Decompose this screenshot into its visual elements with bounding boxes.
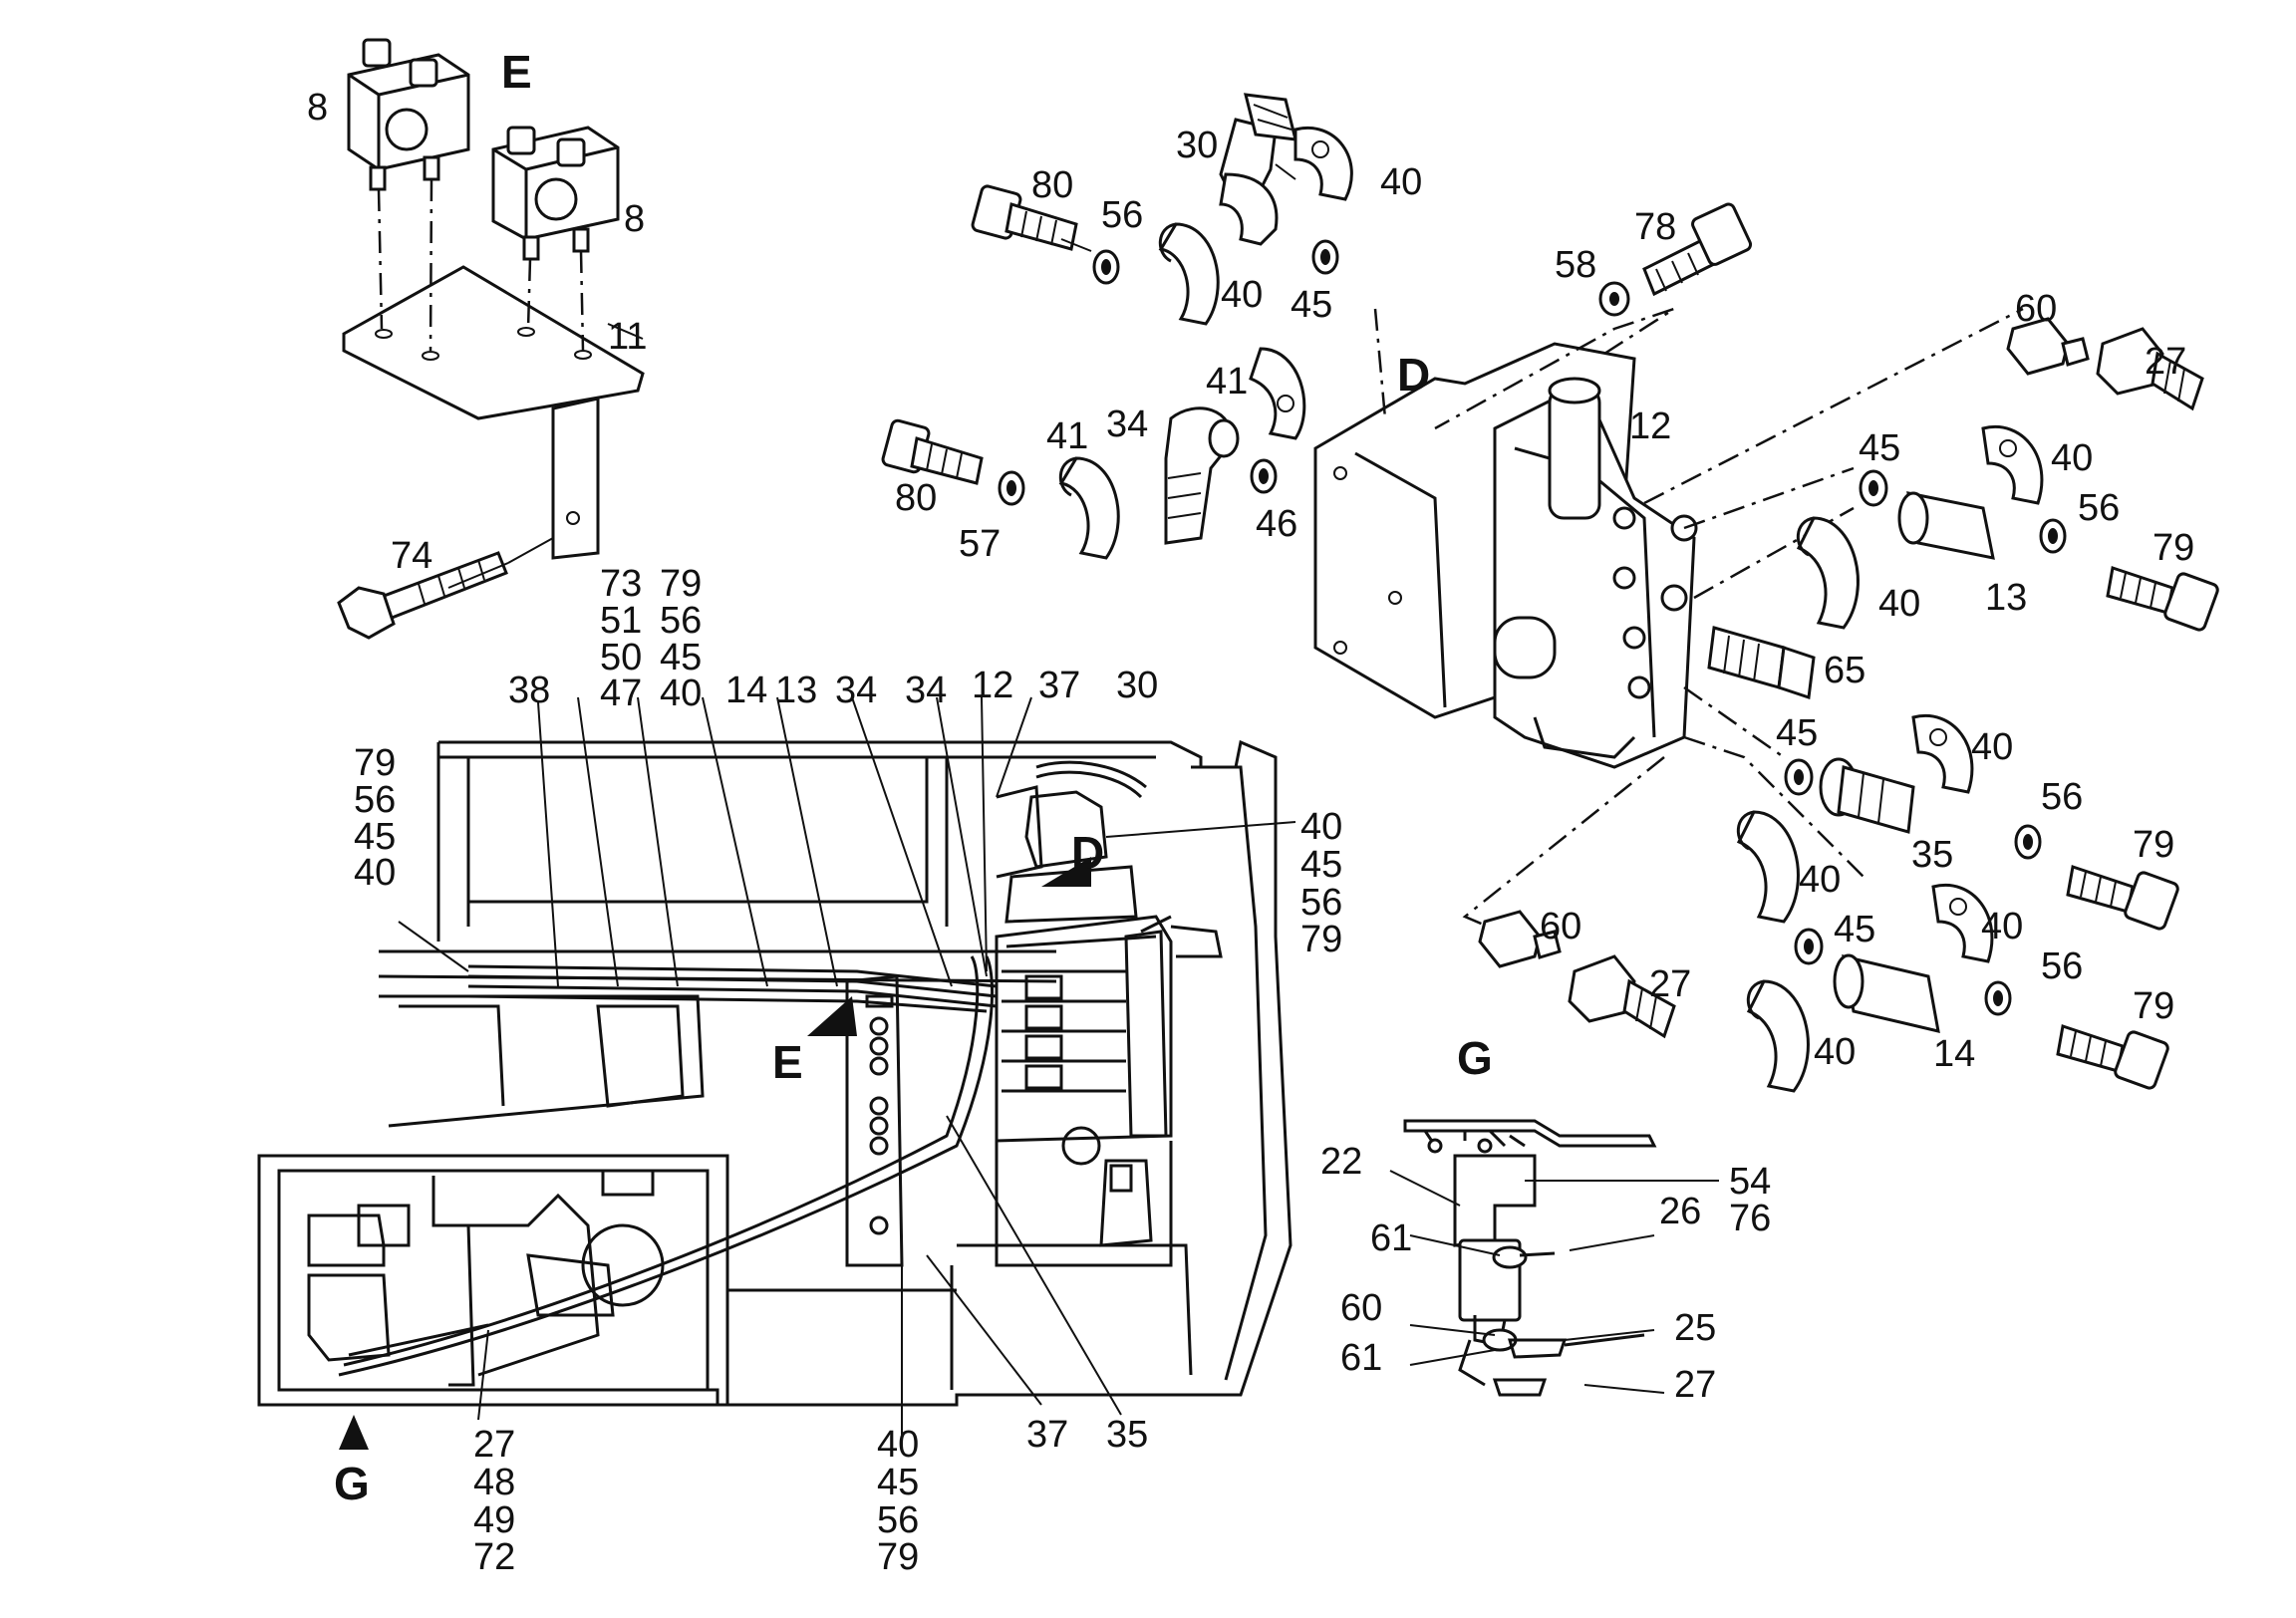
part-label: 60 [1540,906,1581,947]
part-label: 30 [1176,125,1218,166]
part-label: 35 [1106,1414,1148,1456]
part-label: 45 [660,637,702,678]
part-label: 72 [473,1536,515,1578]
part-label: 13 [775,670,817,711]
part-label: 49 [473,1499,515,1541]
part-label: 27 [1674,1364,1716,1406]
part-label: 40 [1799,859,1841,901]
part-label: 14 [725,670,767,711]
marker-label-d: D [1071,827,1104,879]
part-label: 38 [508,670,550,711]
part-label: 50 [600,637,642,678]
part-label: 56 [2078,487,2120,529]
section-label-e: E [501,46,532,98]
part-label: 45 [354,816,396,858]
section-d-valve [881,93,2219,1093]
part-label: 60 [1340,1287,1382,1329]
marker-label-g: G [334,1458,370,1509]
part-label: 40 [1380,161,1422,203]
part-label: 34 [905,670,947,711]
part-label: 37 [1026,1414,1068,1456]
part-label: 40 [1221,274,1263,316]
part-label: 61 [1340,1337,1382,1379]
section-g-detail [1403,1119,1657,1397]
part-label: 56 [1300,882,1342,924]
part-label: 80 [895,477,937,519]
part-label: 45 [1834,909,1875,950]
part-label: 12 [1629,405,1671,447]
part-label: 56 [2041,776,2083,818]
part-label: 12 [972,665,1013,706]
part-label: 65 [1824,650,1866,691]
part-label: 34 [1106,404,1148,445]
part-label: 45 [877,1462,919,1503]
section-e-bracket [337,38,645,640]
part-label: 74 [391,535,432,577]
part-label: 45 [1859,427,1900,469]
part-label: 45 [1291,284,1332,326]
part-label: 79 [354,742,396,784]
part-label: 40 [1300,806,1342,848]
part-label: 56 [660,600,702,642]
part-label: 79 [2133,985,2174,1027]
part-label: 26 [1659,1191,1701,1232]
part-label: 22 [1320,1141,1362,1183]
part-label: 51 [600,600,642,642]
part-label: 54 [1729,1161,1771,1203]
part-label: 58 [1555,244,1596,286]
part-label: 76 [1729,1198,1771,1239]
part-label: 40 [1971,726,2013,768]
part-label: 30 [1116,665,1158,706]
part-label: 47 [600,673,642,714]
part-label: 79 [2152,527,2194,569]
part-label: 45 [1300,844,1342,886]
part-label: 56 [354,779,396,821]
part-label: 37 [1038,665,1080,706]
main-assembly [257,739,1292,1450]
marker-label-e: E [772,1036,803,1088]
part-label: 27 [473,1424,515,1466]
part-label: 61 [1370,1217,1412,1259]
part-label: 34 [835,670,877,711]
section-label-d: D [1397,349,1430,401]
section-label-g: G [1457,1032,1493,1084]
leader-lines [398,163,1719,1435]
part-label: 57 [959,523,1001,565]
part-label: 25 [1674,1307,1716,1349]
part-labels: 8 8 11 74 80 56 30 40 40 45 58 78 41 41 … [307,87,2194,1578]
part-label: 56 [2041,945,2083,987]
part-label: 13 [1985,577,2027,619]
part-label: 14 [1933,1033,1975,1075]
part-label: 40 [354,852,396,894]
part-label: 48 [473,1462,515,1503]
part-label: 79 [877,1536,919,1578]
part-label: 40 [1981,906,2023,947]
part-label: 79 [2133,824,2174,866]
part-label: 8 [624,198,645,240]
part-label: 8 [307,87,328,129]
part-label: 73 [600,563,642,605]
part-label: 11 [608,316,647,358]
part-label: 27 [1649,963,1691,1005]
part-label: 60 [2015,288,2057,330]
part-label: 27 [2145,341,2186,383]
part-label: 40 [660,673,702,714]
part-label: 79 [1300,919,1342,960]
part-label: 56 [877,1499,919,1541]
part-label: 40 [1878,583,1920,625]
part-label: 40 [877,1424,919,1466]
part-label: 40 [2051,437,2093,479]
part-label: 79 [660,563,702,605]
part-label: 78 [1634,206,1676,248]
part-label: 46 [1256,503,1297,545]
part-label: 80 [1031,164,1073,206]
part-label: 41 [1206,361,1248,403]
part-label: 56 [1101,194,1143,236]
part-label: 40 [1814,1031,1856,1073]
part-label: 41 [1046,415,1088,457]
part-label: 35 [1911,834,1953,876]
part-label: 45 [1776,712,1818,754]
